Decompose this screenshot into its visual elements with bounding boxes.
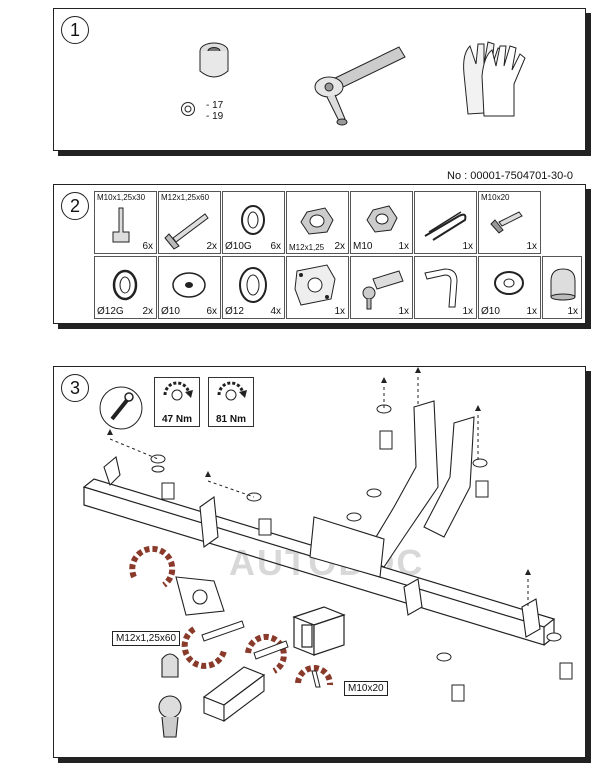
spring-clip-icon <box>424 211 467 241</box>
size-19: - 19 <box>206 111 224 122</box>
part-qty: 2x <box>142 306 153 317</box>
wrench-tool-icon <box>99 386 143 430</box>
part-qty: 2x <box>334 241 345 252</box>
torque-arrow-icon <box>163 381 193 401</box>
part-qty: 1x <box>526 306 537 317</box>
torque-value: 47 Nm <box>161 414 192 425</box>
part-qty: 6x <box>142 241 153 252</box>
step-number: 2 <box>61 192 89 220</box>
ratchet-wrench-icon <box>314 46 406 126</box>
part-spec: M12x1,25x60 <box>161 193 210 202</box>
size-17: - 17 <box>206 100 224 111</box>
bolt-icon <box>112 207 130 243</box>
part-qty: 1x <box>334 306 345 317</box>
part-bolt-m12x60: M12x1,25x60 2x <box>158 191 221 254</box>
socket-icon <box>199 42 229 78</box>
bolt-callout-m12: M12x1,25x60 <box>112 631 181 646</box>
part-ball-cap: 1x <box>542 256 582 319</box>
socket-plate-icon <box>294 264 336 306</box>
gloves-icon <box>463 41 526 117</box>
short-bolt-icon <box>490 211 523 234</box>
nut-icon <box>366 205 398 233</box>
tools-panel: 1 - 17 - 19 <box>53 8 586 151</box>
part-clip: 1x <box>414 191 477 254</box>
spring-washer-icon <box>112 269 138 301</box>
part-socket-plate: 1x <box>286 256 349 319</box>
part-qty: 6x <box>270 241 281 252</box>
large-washer-icon <box>239 267 267 303</box>
part-qty: 1x <box>462 241 473 252</box>
part-spec: M12x1,25 <box>289 243 325 252</box>
part-pin: 1x <box>414 256 477 319</box>
part-qty: 1x <box>398 306 409 317</box>
flat-washer-icon <box>172 272 206 298</box>
part-qty: 1x <box>398 241 409 252</box>
part-washer-12: Ø12 4x <box>222 256 285 319</box>
flat-washer-icon <box>494 271 524 295</box>
part-spec: Ø12G <box>97 306 124 317</box>
part-lock-washer-12: Ø12G 2x <box>94 256 157 319</box>
part-spec: M10x20 <box>481 193 510 202</box>
nut-icon <box>300 207 334 235</box>
torque-spec-81: 81 Nm <box>208 377 254 427</box>
part-qty: 6x <box>206 306 217 317</box>
part-qty: 1x <box>462 306 473 317</box>
parts-panel: 2 M10x1,25x30 6x M12x1,25x60 2x Ø10G 6x … <box>53 184 586 324</box>
document-number: No : 00001-7504701-30-0 <box>447 170 573 182</box>
part-spec: Ø10 <box>481 306 500 317</box>
part-bolt-m10x20: M10x20 1x <box>478 191 541 254</box>
torque-arrow-icon <box>217 381 247 401</box>
part-bolt-m10x30: M10x1,25x30 6x <box>94 191 157 254</box>
part-qty: 4x <box>270 306 281 317</box>
torque-value: 81 Nm <box>215 414 246 425</box>
part-spec: M10x1,25x30 <box>97 193 146 202</box>
part-qty: 1x <box>567 306 578 317</box>
part-spec: M10 <box>353 241 373 252</box>
part-spec: Ø10G <box>225 241 252 252</box>
bolt-callout-m10: M10x20 <box>344 681 388 696</box>
pin-icon <box>424 268 458 308</box>
part-tow-ball: 1x <box>350 256 413 319</box>
socket-size-icon <box>181 102 195 116</box>
long-bolt-icon <box>164 213 209 250</box>
step-number: 3 <box>61 374 89 402</box>
spring-washer-icon <box>241 205 265 235</box>
part-washer-10b: Ø10 1x <box>478 256 541 319</box>
part-nut-m10: M10 1x <box>350 191 413 254</box>
part-nut-m12: M12x1,25 2x <box>286 191 349 254</box>
part-washer-10: Ø10 6x <box>158 256 221 319</box>
part-lock-washer-10: Ø10G 6x <box>222 191 285 254</box>
torque-spec-47: 47 Nm <box>154 377 200 427</box>
part-spec: Ø10 <box>161 306 180 317</box>
towbar-assembly-drawing <box>82 367 573 738</box>
step-number: 1 <box>61 16 89 44</box>
tow-ball-icon <box>362 270 404 310</box>
part-qty: 2x <box>206 241 217 252</box>
socket-sizes: - 17 - 19 <box>206 100 223 122</box>
assembly-panel: 3 47 Nm 81 Nm AUTODOC <box>53 366 586 758</box>
part-qty: 1x <box>526 241 537 252</box>
part-spec: Ø12 <box>225 306 244 317</box>
ball-cap-icon <box>550 268 576 301</box>
